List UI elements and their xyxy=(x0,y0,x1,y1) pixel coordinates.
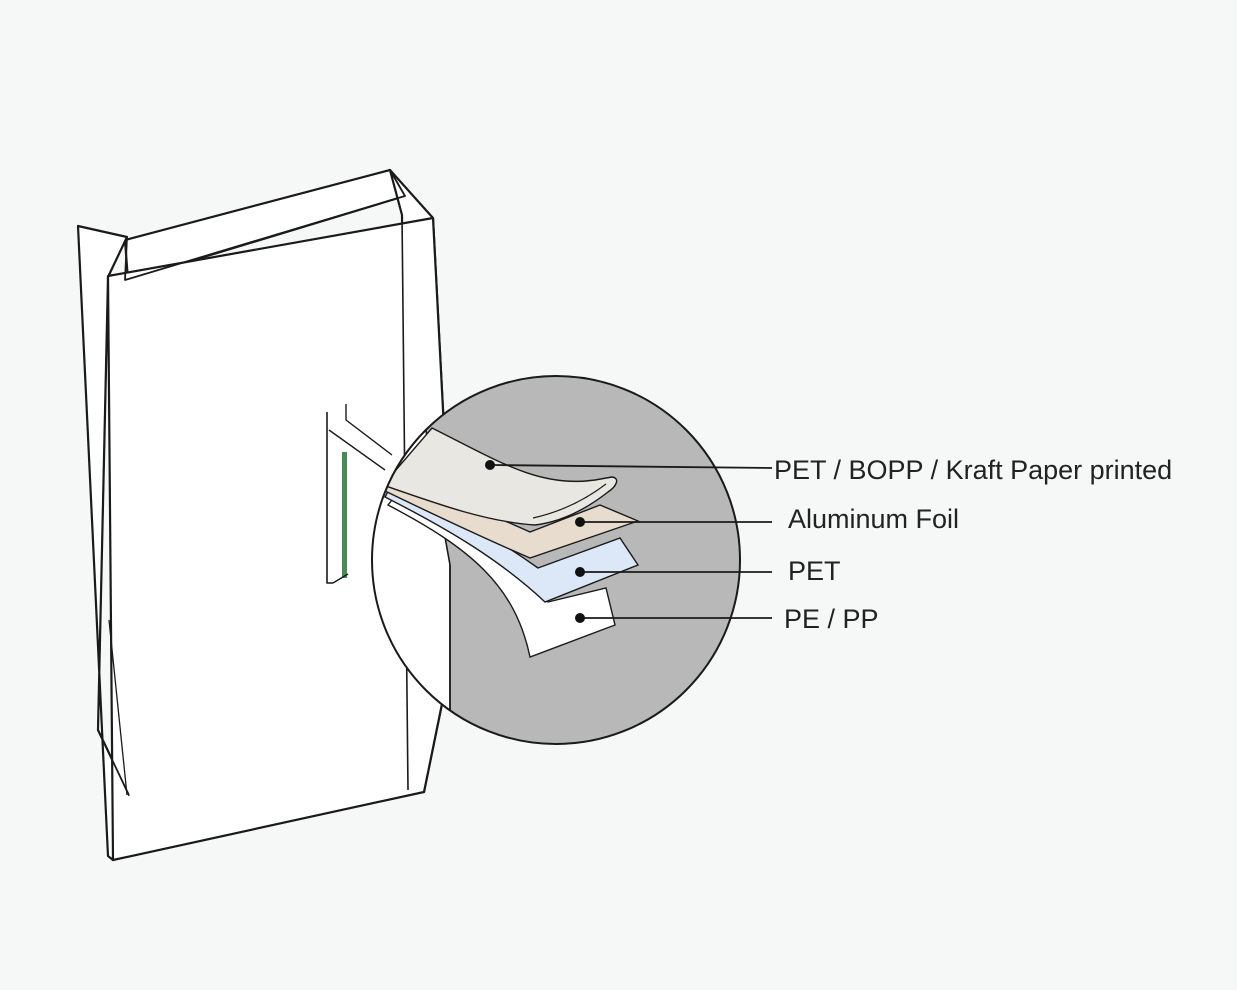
callout-pet: PET xyxy=(575,556,841,586)
callouts: PET / BOPP / Kraft Paper printed Aluminu… xyxy=(485,455,1172,634)
callout-foil: Aluminum Foil xyxy=(575,504,959,534)
callout-dot xyxy=(575,517,585,527)
layer-print-sheet xyxy=(381,427,618,526)
layer-label: PET / BOPP / Kraft Paper printed xyxy=(774,455,1172,485)
layer-label: PE / PP xyxy=(784,604,879,634)
bag-window-frame xyxy=(326,412,333,584)
callout-dot xyxy=(575,613,585,623)
layer-label: PET xyxy=(788,556,841,586)
zip-strip xyxy=(342,452,347,578)
callout-print: PET / BOPP / Kraft Paper printed xyxy=(485,455,1172,485)
callout-dot xyxy=(575,567,585,577)
callout-pe: PE / PP xyxy=(575,604,879,634)
layer-label: Aluminum Foil xyxy=(788,504,959,534)
callout-dot xyxy=(485,460,495,470)
bag-front-panel xyxy=(106,216,457,862)
